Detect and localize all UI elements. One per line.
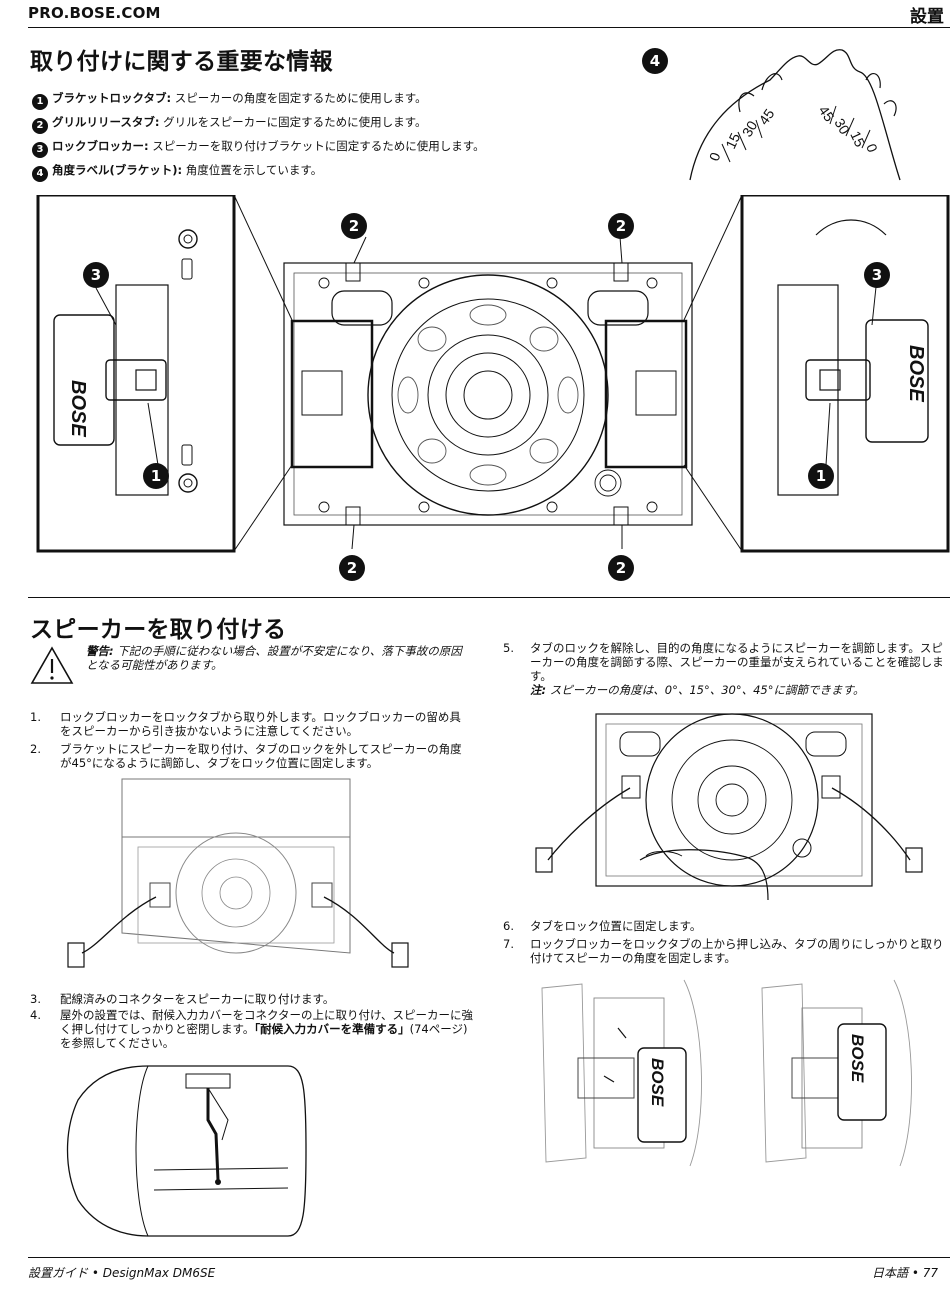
callout-badge: 2 [32,117,48,134]
footer-rule [28,1257,950,1258]
section2-title: スピーカーを取り付ける [30,617,287,643]
callout-1-left: 1 [143,463,169,489]
brand-logo: BOSE [648,1058,667,1107]
callout-2-top-left: 2 [341,213,367,239]
bracket-overview-diagram: BOSE BOSE [36,195,950,553]
callout-badge: 3 [32,141,48,158]
step-number: 3. [30,992,41,1006]
brand-logo: BOSE [848,1034,867,1083]
weather-cover-figure [66,1065,307,1237]
step-5-text: タブのロックを解除し、目的の角度になるようにスピーカーを調節します。スピーカーの… [530,641,944,697]
footer-page-number: 日本語 • 77 [872,1266,938,1280]
speaker-on-bracket-figure [67,778,409,968]
angle-mark: 30 [739,118,761,140]
brand-logo: BOSE [67,380,89,437]
warning-icon [30,646,74,684]
callout-3-right: 3 [864,262,890,288]
callout-2-top-right: 2 [608,213,634,239]
step-number: 1. [30,710,41,724]
angle-mark: 0 [706,150,724,163]
lock-blocker-figure: BOSE BOSE [541,979,912,1167]
angle-mark: 45 [755,106,777,128]
step-1-text: ロックブロッカーをロックタブから取り外します。ロックブロッカーの留め具をスピーカ… [60,710,461,738]
angle-mark: 15 [722,130,743,151]
callout-badge: 4 [32,165,48,182]
callout-2-bottom-left: 2 [339,555,365,581]
section1-title: 取り付けに関する重要な情報 [30,49,333,75]
callout-3-left: 3 [83,262,109,288]
step-6-text: タブをロック位置に固定します。 [530,919,702,933]
warning-text: 警告: 下記の手順に従わない場合、設置が不安定になり、落下事故の原因となる可能性… [86,644,462,672]
step-3-text: 配線済みのコネクターをスピーカーに取り付けます。 [60,992,335,1006]
step-number: 6. [503,919,514,933]
step-number: 5. [503,641,514,655]
step-number: 2. [30,742,41,756]
footer-doc-title: 設置ガイド • DesignMax DM6SE [28,1266,216,1280]
angle-label-diagram: 0 15 30 45 45 30 15 0 [689,49,901,181]
section-rule [28,597,950,598]
step-number: 7. [503,937,514,951]
step-number: 4. [30,1008,41,1022]
step-2-text: ブラケットにスピーカーを取り付け、タブのロックを外してスピーカーの角度が45°に… [60,742,462,770]
callout-2-bottom-right: 2 [608,555,634,581]
header-rule [28,27,950,28]
callout-4: 4 [642,48,668,74]
angle-adjust-figure [535,713,923,900]
brand-logo: BOSE [905,345,927,402]
callout-badge: 1 [32,93,48,110]
step-4-text: 屋外の設置では、耐候入力カバーをコネクターの上に取り付け、スピーカーに強く押し付… [60,1008,473,1050]
section-label: 設置 [910,7,944,27]
site-url: PRO.BOSE.COM [28,4,161,22]
callout-1-right: 1 [808,463,834,489]
step-7-text: ロックブロッカーをロックタブの上から押し込み、タブの周りにしっかりと取り付けてス… [530,937,944,965]
